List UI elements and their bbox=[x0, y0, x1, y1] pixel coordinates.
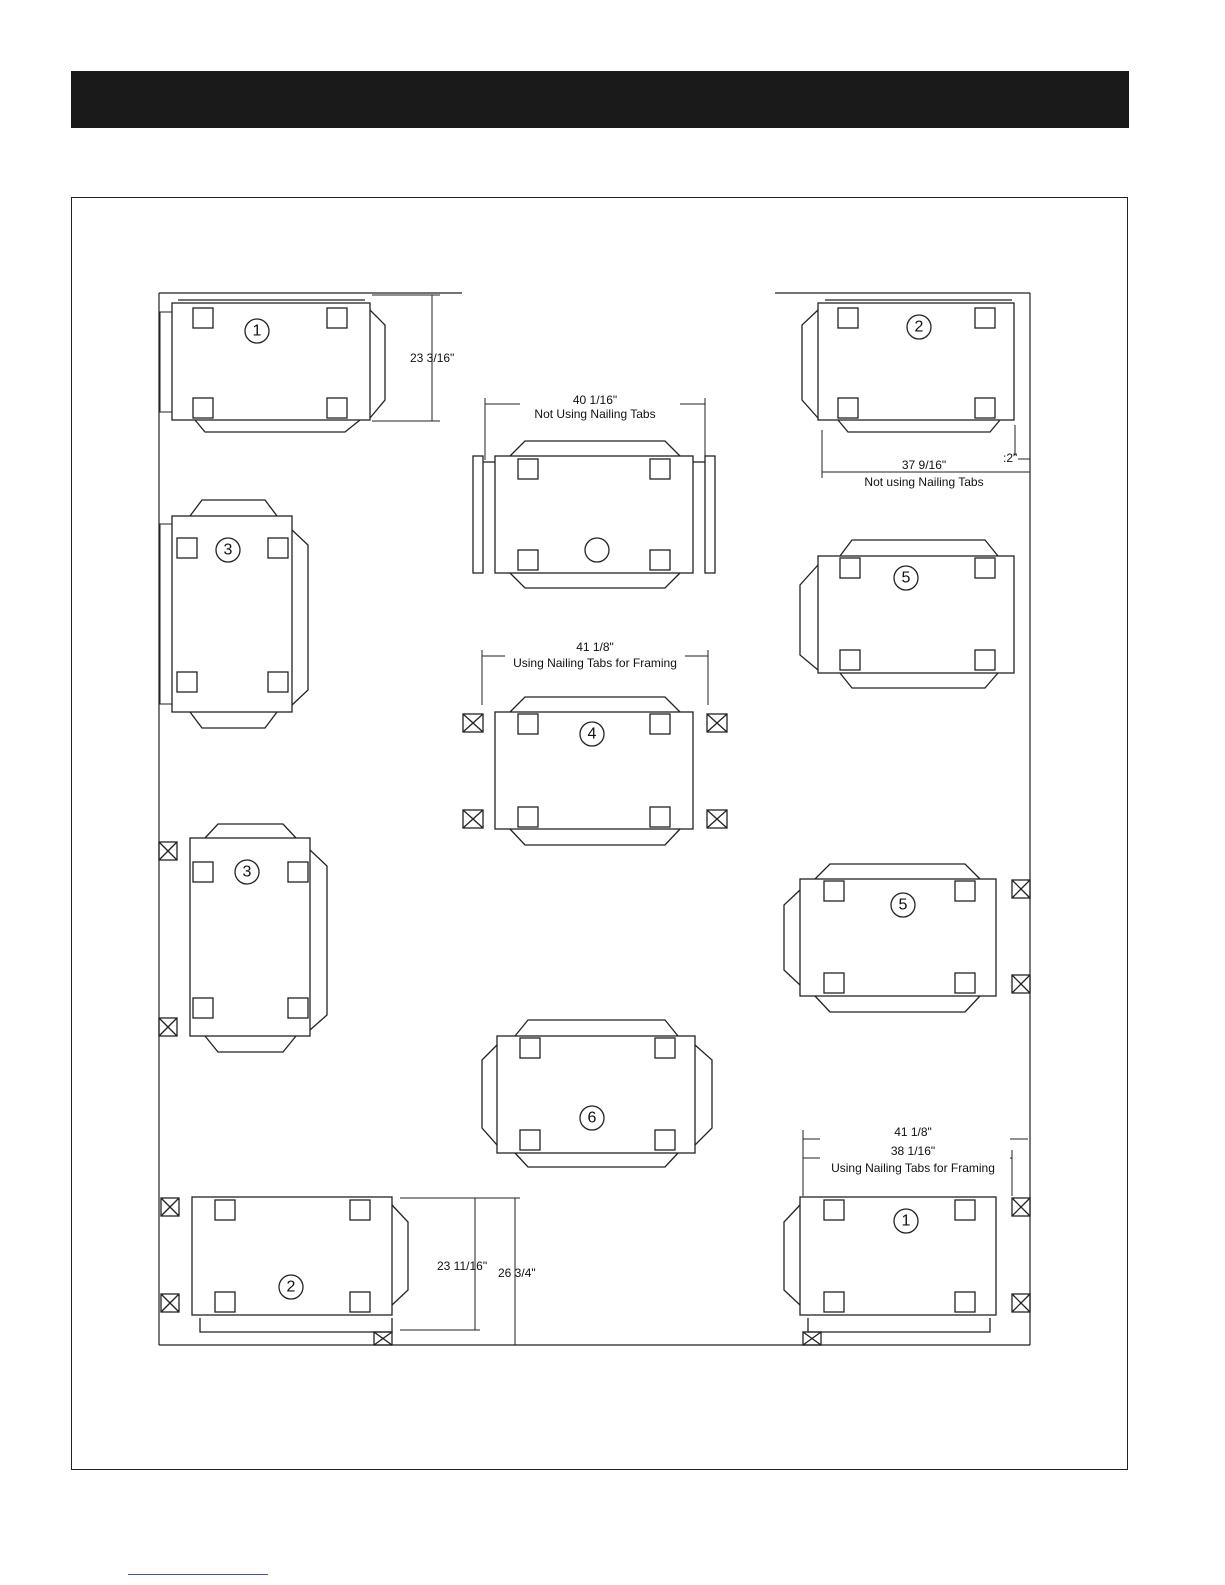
unit-number: 2 bbox=[915, 319, 924, 336]
footer-link-underline bbox=[128, 1574, 268, 1575]
unit-number: 5 bbox=[899, 897, 908, 914]
unit-number: 2 bbox=[287, 1279, 296, 1296]
unit-number: 3 bbox=[224, 542, 233, 559]
dim-note-top-center: Not Using Nailing Tabs bbox=[534, 407, 655, 421]
unit-3-upper-left bbox=[160, 500, 308, 728]
dim-height-bottom-left-inner: 23 11/16" bbox=[437, 1259, 487, 1273]
dim-note-center: Using Nailing Tabs for Framing bbox=[513, 656, 677, 670]
unit-number: 6 bbox=[588, 1110, 597, 1127]
unit-3-lower-left bbox=[159, 824, 327, 1052]
unit-5-upper-right bbox=[800, 540, 1014, 688]
unit-number: 5 bbox=[902, 570, 911, 587]
unit-2-bottom-left bbox=[161, 1197, 408, 1345]
dim-width-bottom-right-outer: 41 1/8" bbox=[894, 1125, 932, 1139]
unit-number: 4 bbox=[588, 726, 597, 743]
unit-number: 1 bbox=[902, 1213, 911, 1230]
dim-width-bottom-right-inner: 38 1/16" bbox=[891, 1144, 935, 1158]
dim-width-top-center: 40 1/16" bbox=[573, 393, 617, 407]
unit-number: 3 bbox=[243, 864, 252, 881]
unit-number: 1 bbox=[253, 323, 262, 340]
dim-partial: :2" bbox=[1003, 451, 1017, 465]
dim-width-center: 41 1/8" bbox=[576, 640, 614, 654]
unit-4-center bbox=[463, 697, 727, 845]
unit-6-center bbox=[482, 1020, 712, 1167]
dim-width-top-right: 37 9/16" bbox=[902, 458, 946, 472]
unit-5-lower-right bbox=[784, 864, 1030, 1012]
unit-blank-top-center bbox=[473, 441, 715, 588]
dim-note-bottom-right: Using Nailing Tabs for Framing bbox=[831, 1161, 995, 1175]
dim-note-top-right: Not using Nailing Tabs bbox=[864, 475, 983, 489]
dim-height-top-left: 23 3/16" bbox=[410, 351, 454, 365]
unit-2-top-right bbox=[802, 300, 1014, 432]
dim-height-bottom-left-outer: 26 3/4" bbox=[498, 1266, 536, 1280]
unit-1-top-left bbox=[160, 300, 385, 432]
